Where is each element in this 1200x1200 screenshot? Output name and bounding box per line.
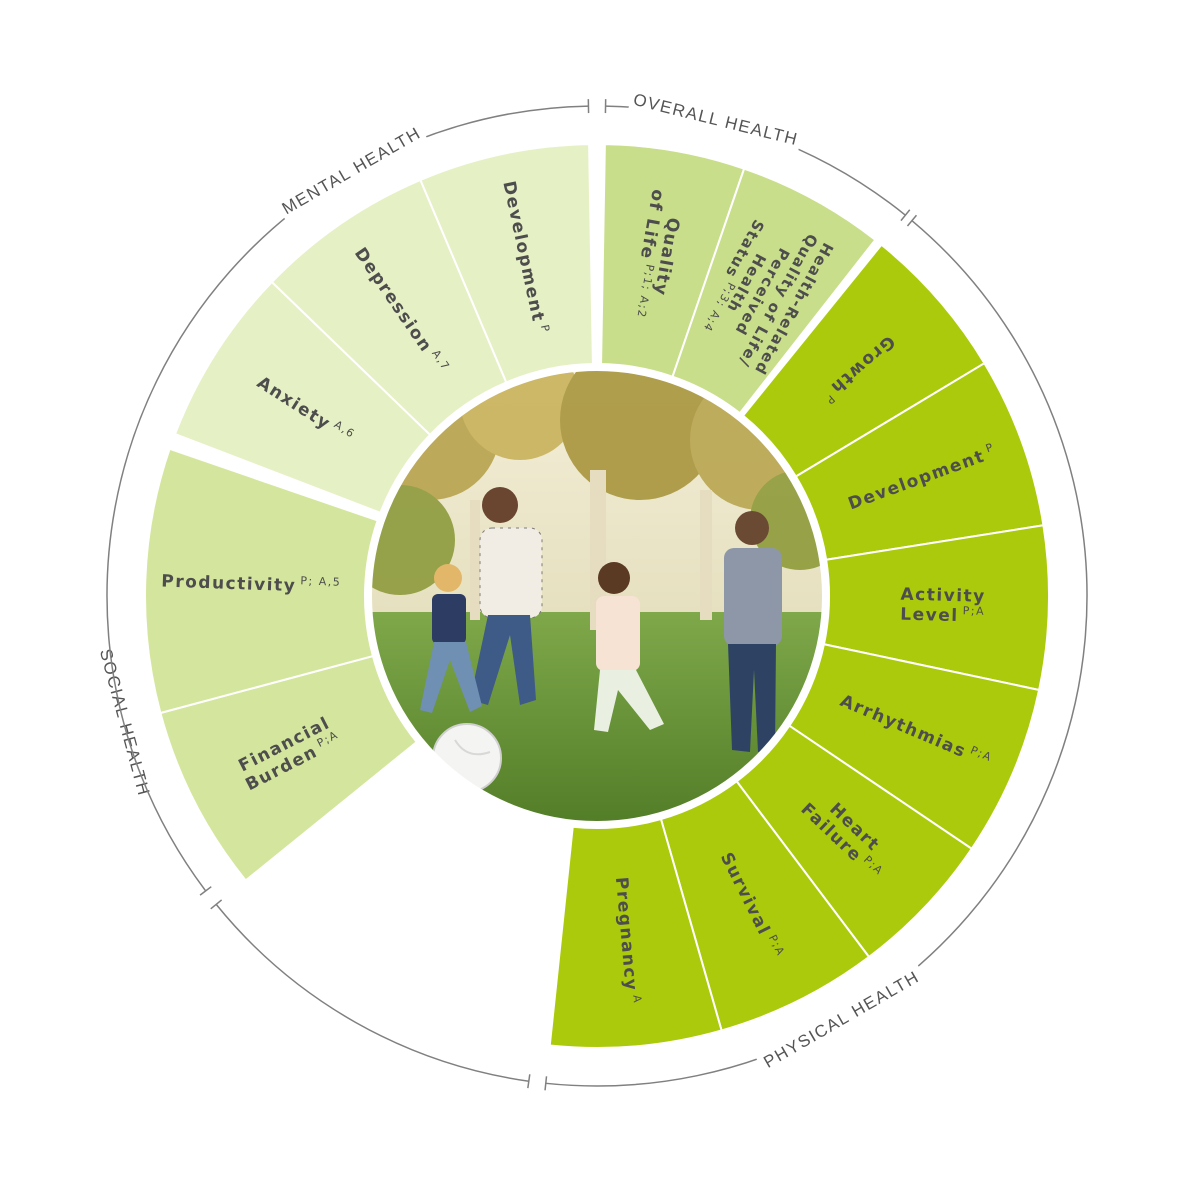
- person-girl: [594, 562, 664, 732]
- photo-border: [366, 365, 828, 827]
- domain-arc-tick: [527, 1074, 531, 1089]
- tree-trunks: [470, 470, 712, 630]
- domain-arc-tick: [906, 214, 918, 227]
- segment-survival: SurvivalP;A: [659, 779, 871, 1032]
- domain-arc-tick: [199, 886, 212, 896]
- domain-label: SOCIAL HEALTH: [96, 647, 154, 799]
- segment-wedge: [548, 817, 723, 1049]
- segment-anxiety: AnxietyA,6: [173, 280, 432, 515]
- domain-arc-tick: [900, 209, 911, 222]
- segment-quality-of-life: Qualityof LifeP;1; A;2: [600, 143, 746, 378]
- domain-arc: [215, 903, 529, 1082]
- segment-pregnancy: PregnancyA: [548, 817, 723, 1049]
- person-boy: [420, 564, 482, 713]
- person-father: [724, 511, 782, 752]
- domain-arc-tick: [210, 899, 223, 910]
- segment-label: Health-RelatedQuality of Life/PerceivedH…: [687, 205, 837, 379]
- domain-arc-tick: [544, 1076, 548, 1091]
- segment-health-related-quality-of-life-perceived-health-status: Health-RelatedQuality of Life/PerceivedH…: [671, 167, 877, 415]
- domain-arc: [545, 220, 1088, 1087]
- person-mother: [470, 487, 543, 705]
- domain-label-backdrop: [275, 120, 429, 223]
- segment-heart-failure: HeartFailureP;A: [735, 724, 974, 959]
- domain-label: OVERALL HEALTH: [631, 90, 800, 149]
- segment-development: DevelopmentP: [419, 143, 594, 384]
- segment-arrhythmias: ArrhythmiasP;A: [787, 643, 1041, 851]
- segment-financial-burden: FinancialBurdenP;A: [159, 654, 419, 882]
- family-photo: [369, 368, 825, 824]
- segment-wedge: [144, 447, 379, 715]
- segment-wedge: [419, 143, 594, 384]
- domain-label-backdrop: [755, 963, 929, 1078]
- segment-development: DevelopmentP: [794, 361, 1045, 561]
- domain-label-backdrop: [627, 87, 804, 154]
- segment-depression: DepressionA,7: [270, 178, 508, 437]
- segment-wedge: [671, 167, 877, 415]
